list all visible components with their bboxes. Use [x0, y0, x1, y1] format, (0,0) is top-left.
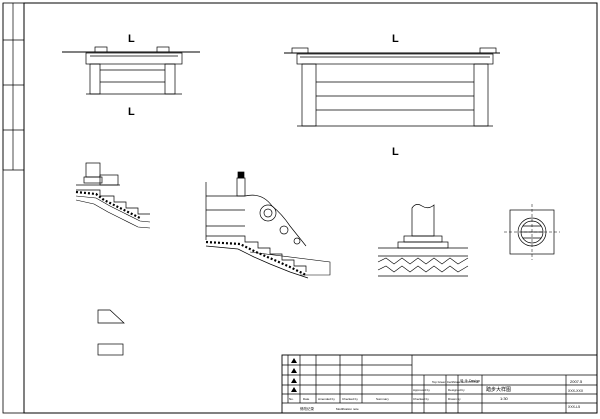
- sheet-border: [2, 2, 598, 414]
- sheet-number: XXX-L5: [568, 405, 580, 409]
- drawn-by: Drawn by: [448, 397, 461, 401]
- rev-footer-en: Modification note: [336, 407, 359, 411]
- stone-detail-blocks: [97, 309, 125, 356]
- title-block-grid: [281, 354, 598, 414]
- section-marker-1a: L: [128, 33, 135, 45]
- large-bench-elevation: [284, 47, 500, 127]
- revision-triangle-icon: [291, 368, 297, 373]
- rev-header-date: Date: [303, 397, 310, 401]
- rev-header-checked: Checked by: [342, 397, 358, 401]
- rev-header-amended: Amended by: [318, 397, 335, 401]
- column-base-section: [377, 204, 469, 277]
- revision-triangle-icon: [291, 387, 297, 392]
- small-bench-elevation: [62, 46, 200, 95]
- designed-by: Designed by: [448, 388, 465, 392]
- designer-label: 设 计 Design: [460, 378, 480, 383]
- drawing-title: 踏步大样图: [486, 386, 511, 393]
- drawing-number: XXX-XXX: [568, 389, 584, 393]
- approved-by: Approved by: [413, 388, 430, 392]
- checked-by: Checked by: [413, 397, 429, 401]
- revision-markers: [291, 358, 297, 392]
- revision-triangle-icon: [291, 358, 297, 363]
- section-marker-1b: L: [128, 106, 135, 118]
- drawing-date: 2007.5: [570, 379, 583, 384]
- left-stair-section: [75, 162, 151, 229]
- rev-footer-zh: 修改记录: [300, 406, 314, 411]
- section-marker-2: L: [392, 33, 399, 45]
- rev-header-summary: Summary: [376, 397, 389, 401]
- middle-stair-section: [205, 171, 331, 279]
- drawing-scale: 1:30: [500, 396, 509, 401]
- rev-header-no: No.: [289, 397, 294, 401]
- project-label: Top Green Certificate No.XXXXX-X: [432, 380, 479, 384]
- section-marker-3: L: [392, 146, 399, 158]
- column-base-plan: [504, 204, 560, 260]
- revision-triangle-icon: [291, 378, 297, 383]
